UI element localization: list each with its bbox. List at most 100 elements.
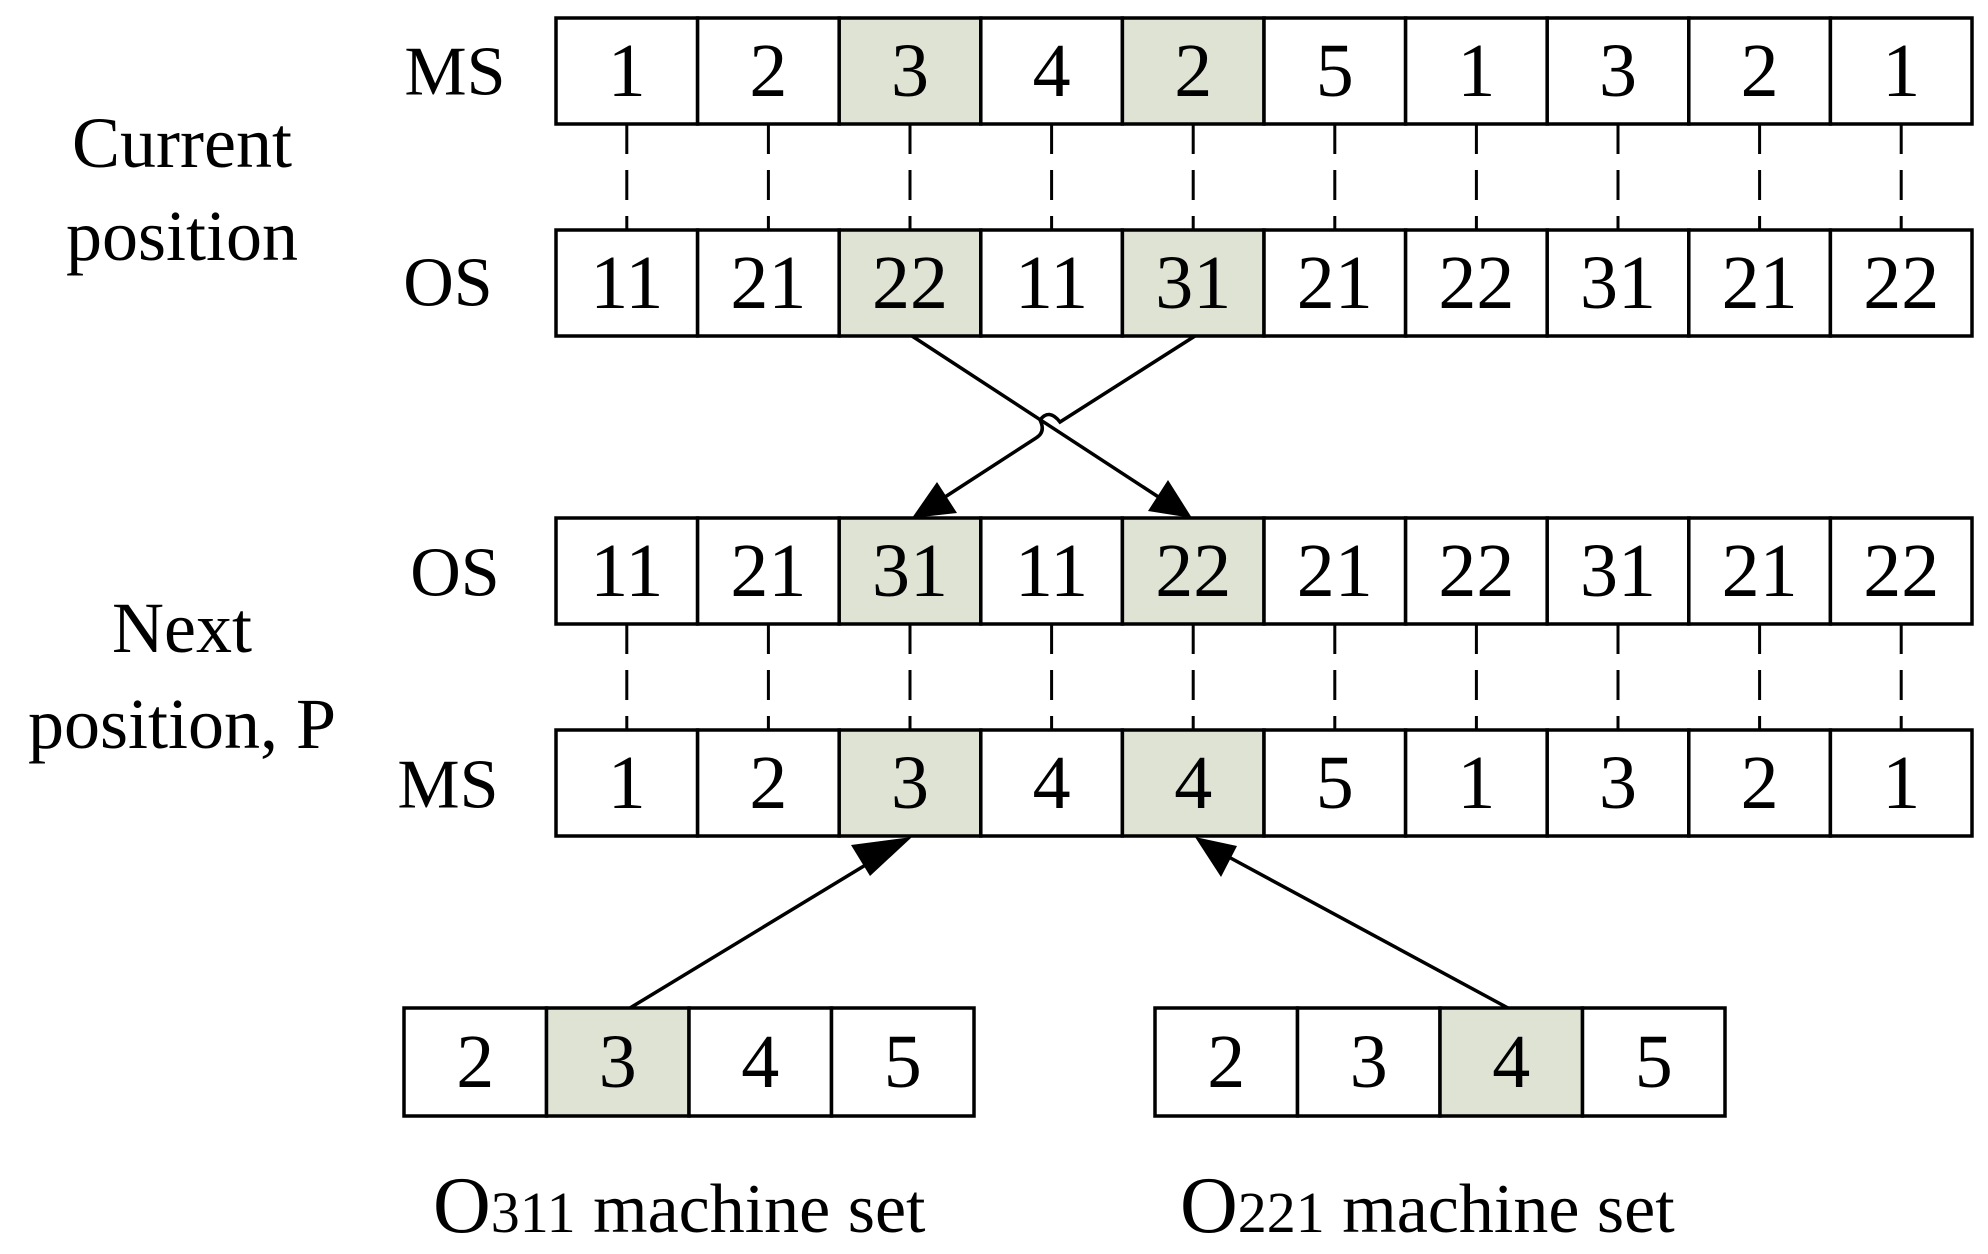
next-ms-cell: 3 xyxy=(837,728,983,838)
swap-arrow-22 xyxy=(911,334,1161,500)
current-os-cell-box xyxy=(1545,228,1691,338)
machine-set-2-cell-value: 2 xyxy=(1207,1020,1245,1104)
swap-arrow-22-head xyxy=(1148,480,1192,518)
current-os-cell: 22 xyxy=(1403,228,1549,338)
next-ms-cell-box xyxy=(1262,728,1408,838)
next-ms-cell: 2 xyxy=(1687,728,1833,838)
next-position-label-line1: Next xyxy=(112,588,252,668)
current-ms-cell-value: 1 xyxy=(1882,29,1920,113)
current-ms-cell: 2 xyxy=(1120,16,1266,126)
next-ms-cell: 1 xyxy=(554,728,700,838)
next-os-cell-box xyxy=(1545,516,1691,626)
next-os-cell: 11 xyxy=(979,516,1125,626)
next-ms-cell-value: 1 xyxy=(608,741,646,825)
o221-selection-arrow-head xyxy=(1195,837,1237,877)
next-os-cell: 21 xyxy=(1687,516,1833,626)
next-os-cell-value: 21 xyxy=(1297,529,1373,613)
next-ms-cell-value: 1 xyxy=(1457,741,1495,825)
next-ms-cell-value: 5 xyxy=(1316,741,1354,825)
next-ms-cell: 2 xyxy=(695,728,841,838)
machine-set-2-cell-value: 3 xyxy=(1350,1020,1388,1104)
current-os-cell-value: 11 xyxy=(590,241,663,325)
next-os-cell-value: 22 xyxy=(1863,529,1939,613)
o221-caption-text: machine set xyxy=(1325,1171,1675,1248)
current-os-cell-value: 31 xyxy=(1155,241,1231,325)
row-label-next-ms: MS xyxy=(397,747,498,824)
next-os-cell: 21 xyxy=(1262,516,1408,626)
next-os-cell-box xyxy=(554,516,700,626)
current-os-cell-box xyxy=(1687,228,1833,338)
next-ms-cell: 5 xyxy=(1262,728,1408,838)
machine-set-2-cell-value: 5 xyxy=(1635,1020,1673,1104)
current-ms-cell-box xyxy=(1828,16,1974,126)
current-ms-cell-value: 2 xyxy=(1741,29,1779,113)
next-os-cell: 31 xyxy=(1545,516,1691,626)
machine-set-2-cell: 3 xyxy=(1295,1006,1442,1118)
machine-set-2-cell-box xyxy=(1153,1006,1300,1118)
current-os-cell-value: 21 xyxy=(730,241,806,325)
current-ms-cell-value: 3 xyxy=(891,29,929,113)
machine-set-1-cell-value: 2 xyxy=(456,1020,494,1104)
current-os-cell-box xyxy=(695,228,841,338)
next-os-row: 11 21 31 11 22 21 22 31 21 22 xyxy=(554,516,1974,626)
next-os-cell-value: 31 xyxy=(872,529,948,613)
next-os-cell-value: 22 xyxy=(1155,529,1231,613)
o311-selection-arrow-head xyxy=(851,837,912,876)
current-ms-cell-value: 2 xyxy=(1174,29,1212,113)
current-ms-cell-value: 3 xyxy=(1599,29,1637,113)
current-ms-cell: 2 xyxy=(695,16,841,126)
o221-machine-set: 2 3 4 5 xyxy=(1153,1006,1727,1118)
swap-arrows xyxy=(911,334,1196,518)
current-ms-cell-value: 1 xyxy=(608,29,646,113)
machine-set-2-cell-value: 4 xyxy=(1492,1020,1530,1104)
current-ms-cell-value: 5 xyxy=(1316,29,1354,113)
current-os-cell: 31 xyxy=(1545,228,1691,338)
next-os-cell-box xyxy=(695,516,841,626)
next-os-cell-box xyxy=(1828,516,1974,626)
o311-selection-arrow xyxy=(629,853,883,1010)
o311-caption-letter: O xyxy=(433,1162,491,1250)
machine-set-2-cell-box xyxy=(1580,1006,1727,1118)
machine-set-2-cell-box xyxy=(1438,1006,1585,1118)
machine-set-1-cell-box xyxy=(544,1006,691,1118)
machine-set-1-cell-value: 5 xyxy=(884,1020,922,1104)
machine-set-arrows xyxy=(629,837,1509,1010)
o221-caption-subscript: 221 xyxy=(1238,1180,1325,1245)
o311-caption-text: machine set xyxy=(576,1171,926,1248)
current-ms-cell: 2 xyxy=(1687,16,1833,126)
current-os-cell: 21 xyxy=(1687,228,1833,338)
current-os-cell-value: 21 xyxy=(1297,241,1373,325)
current-os-cell-value: 22 xyxy=(872,241,948,325)
machine-set-2-cell-box xyxy=(1295,1006,1442,1118)
next-os-cell: 21 xyxy=(695,516,841,626)
next-os-cell-value: 31 xyxy=(1580,529,1656,613)
current-ms-cell-value: 4 xyxy=(1033,29,1071,113)
next-ms-cell-value: 3 xyxy=(891,741,929,825)
next-os-cell-box xyxy=(837,516,983,626)
current-os-cell: 11 xyxy=(554,228,700,338)
next-os-cell: 22 xyxy=(1403,516,1549,626)
next-os-cell-value: 11 xyxy=(590,529,663,613)
machine-set-2-cell: 4 xyxy=(1438,1006,1585,1118)
current-connectors xyxy=(625,124,1903,230)
machine-set-1-cell-value: 4 xyxy=(741,1020,779,1104)
next-position-label-line2: position, P xyxy=(28,684,336,764)
current-os-cell-value: 31 xyxy=(1580,241,1656,325)
next-ms-cell-value: 3 xyxy=(1599,741,1637,825)
next-os-cell-value: 11 xyxy=(1015,529,1088,613)
next-ms-cell-box xyxy=(1120,728,1266,838)
next-os-cell: 31 xyxy=(837,516,983,626)
current-os-cell-value: 22 xyxy=(1863,241,1939,325)
current-ms-cell-box xyxy=(1545,16,1691,126)
next-os-cell-box xyxy=(1687,516,1833,626)
next-os-cell-value: 21 xyxy=(730,529,806,613)
machine-set-1-cell: 3 xyxy=(544,1006,691,1118)
next-ms-cell-value: 1 xyxy=(1882,741,1920,825)
current-position-label-line2: position xyxy=(66,196,298,276)
next-ms-cell-value: 4 xyxy=(1033,741,1071,825)
current-os-cell-box xyxy=(1262,228,1408,338)
next-ms-cell-box xyxy=(979,728,1125,838)
current-ms-cell: 3 xyxy=(1545,16,1691,126)
